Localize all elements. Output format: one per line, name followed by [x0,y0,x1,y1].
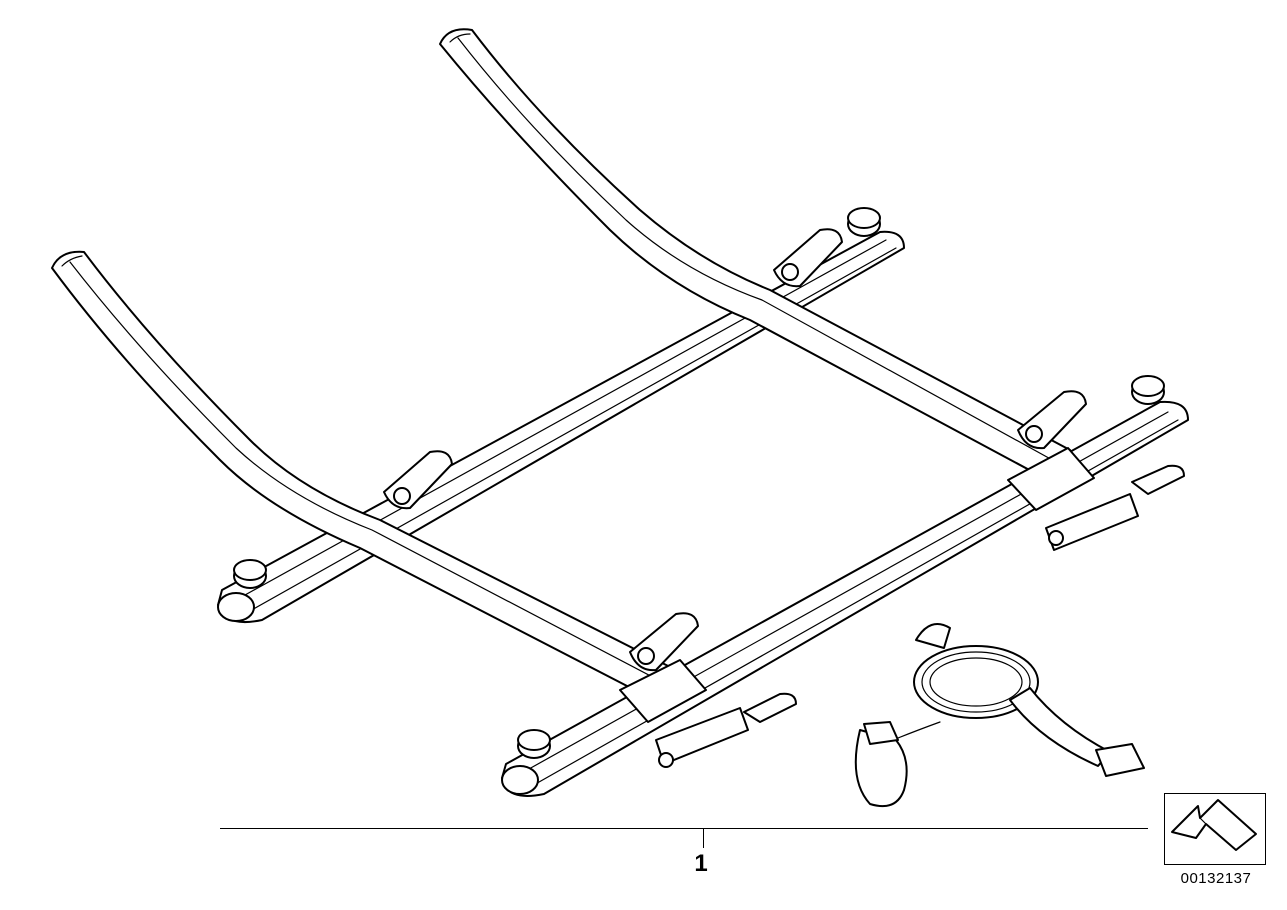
rear-crossbar [217,230,905,624]
direction-arrow-icon [1171,799,1257,851]
knob-front-left [517,729,551,759]
left-rail [51,250,681,703]
knob-rear-right [847,207,881,237]
knob-fasteners [233,207,1165,759]
clamp-levers [383,228,1087,672]
tie-down-strap-coiled [913,623,1145,777]
callout-leader-tick [703,828,704,848]
document-number: 00132137 [1180,870,1252,887]
knob-front-right [1131,375,1165,405]
knob-rear-left [233,559,267,589]
rail-end-mounts [619,447,1185,768]
right-rail [439,28,1071,481]
callout-leader-line [220,828,1148,829]
tie-down-strap-small [854,721,941,808]
orientation-box [1164,793,1266,865]
part-number-label: 1 [694,850,708,877]
